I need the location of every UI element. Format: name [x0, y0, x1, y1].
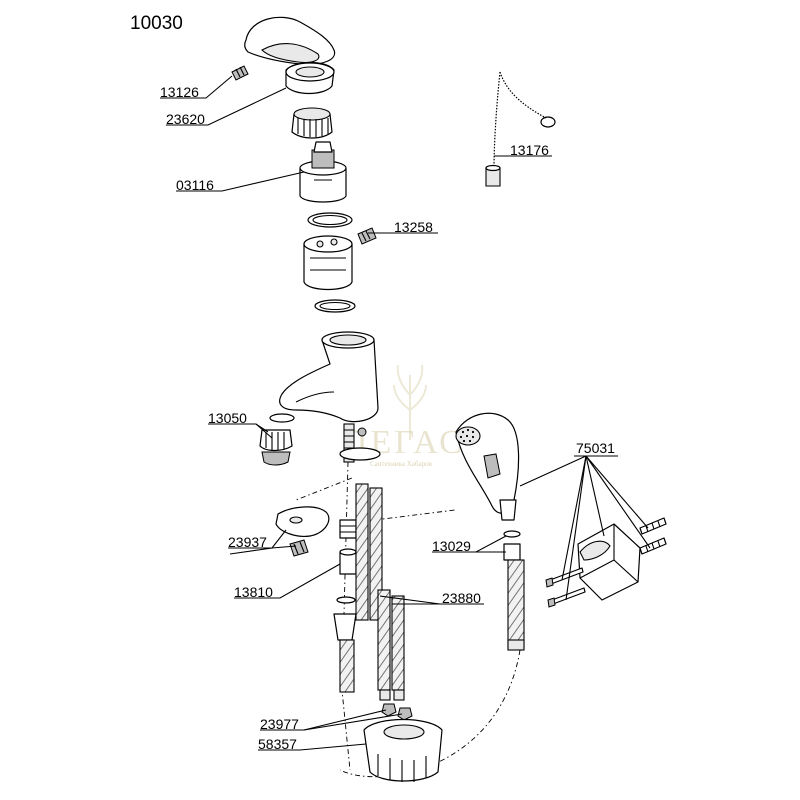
- hand-shower: [455, 412, 520, 521]
- label-13050: 13050: [208, 410, 247, 426]
- shower-hose-13029: [503, 530, 525, 651]
- supply-hoses-23880: [355, 483, 405, 701]
- watermark-emblem: [393, 364, 427, 440]
- knurled-nut: [291, 107, 333, 139]
- label-03116: 03116: [176, 177, 214, 193]
- label-23977: 23977: [260, 716, 299, 732]
- o-ring-upper-inner: [312, 214, 348, 226]
- fitting-13810: [336, 519, 357, 604]
- leader-lines: [160, 75, 651, 751]
- pull-chain-13176: [485, 71, 556, 187]
- fixing-plate-23937: [275, 506, 330, 557]
- threaded-stud: [343, 423, 367, 463]
- o-ring-lower-inner: [319, 301, 351, 311]
- label-23620: 23620: [166, 111, 205, 127]
- tail-pipe: [333, 613, 357, 693]
- base-gasket: [339, 447, 381, 461]
- label-13029: 13029: [432, 538, 471, 554]
- watermark-subtext: Сантехника Хабаров: [370, 460, 432, 468]
- label-23937: 23937: [228, 534, 267, 550]
- label-13176: 13176: [510, 142, 549, 158]
- assembly-number: 10030: [130, 13, 183, 34]
- label-13810: 13810: [234, 584, 273, 600]
- o-ring-lower: [314, 299, 356, 313]
- label-13258: 13258: [394, 219, 433, 235]
- nuts-23977: [381, 703, 413, 721]
- assembly-axis-side: [374, 509, 456, 521]
- assembly-axis-hose: [339, 649, 521, 778]
- label-75031: 75031: [576, 440, 615, 456]
- bracket-screws: [545, 517, 667, 608]
- label-13126: 13126: [160, 84, 199, 100]
- faucet-body: [279, 331, 379, 423]
- cartridge-03116: [299, 141, 347, 203]
- aerator-13050: [259, 413, 295, 466]
- side-screw-13258: [357, 227, 377, 245]
- valve-body: [303, 235, 353, 291]
- lever-handle: [244, 16, 336, 65]
- cover-cap-23620: [285, 61, 335, 95]
- label-23880: 23880: [442, 590, 481, 606]
- assembly-axis-plate: [295, 477, 353, 501]
- base-holder-58357: [363, 718, 443, 782]
- wall-bracket-75031: [577, 523, 641, 601]
- label-58357: 58357: [258, 736, 297, 752]
- set-screw-13126: [231, 65, 249, 81]
